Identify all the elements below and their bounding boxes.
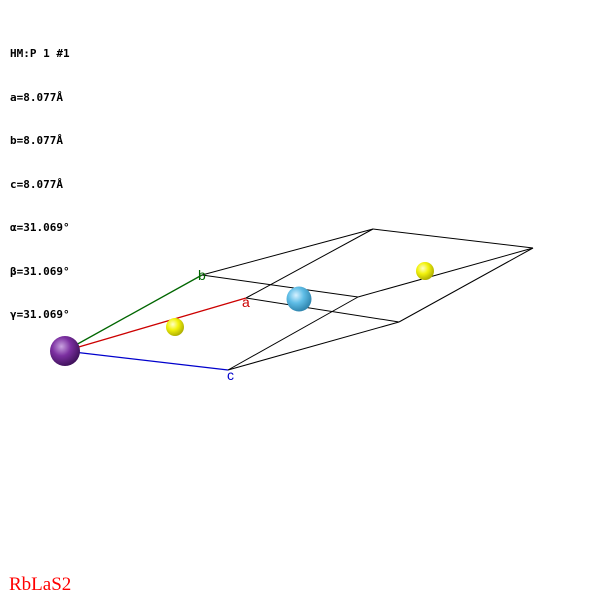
cell-alpha-angle: α=31.069° [10, 221, 70, 234]
axis-b-label: b [198, 267, 206, 283]
space-group-label: HM:P 1 #1 [10, 47, 70, 60]
axis-c-label: c [227, 367, 234, 383]
cell-edge [227, 296, 359, 371]
cell-edge [245, 228, 374, 299]
s-atom[interactable] [416, 262, 434, 280]
cell-edge [227, 321, 400, 371]
cell-edge [201, 274, 359, 298]
cell-beta-angle: β=31.069° [10, 264, 70, 278]
cell-b-length: b=8.077Å [10, 134, 63, 147]
axis-b-line [64, 274, 203, 352]
cell-edge [398, 247, 534, 323]
chemical-formula: RbLaS2 [9, 574, 72, 595]
s-atom[interactable] [166, 318, 184, 336]
cell-edge [357, 247, 534, 298]
unit-cell-edges [201, 228, 534, 371]
cell-edge [372, 228, 534, 249]
cell-parameters: HM:P 1 #1 a=8.077Å b=8.077Å c=8.077Å α=3… [10, 18, 70, 337]
rb-atom[interactable] [50, 336, 80, 366]
cell-gamma-angle: γ=31.069° [10, 308, 70, 321]
cell-edge [201, 228, 374, 276]
axis-a-label: a [242, 294, 250, 310]
cell-a-length: a=8.077Å [10, 90, 63, 104]
axis-c-line [64, 350, 229, 371]
cell-c-length: c=8.077Å [10, 177, 63, 191]
cell-edge [245, 297, 400, 323]
axis-a-line [64, 297, 247, 352]
la-atom[interactable] [286, 286, 312, 312]
